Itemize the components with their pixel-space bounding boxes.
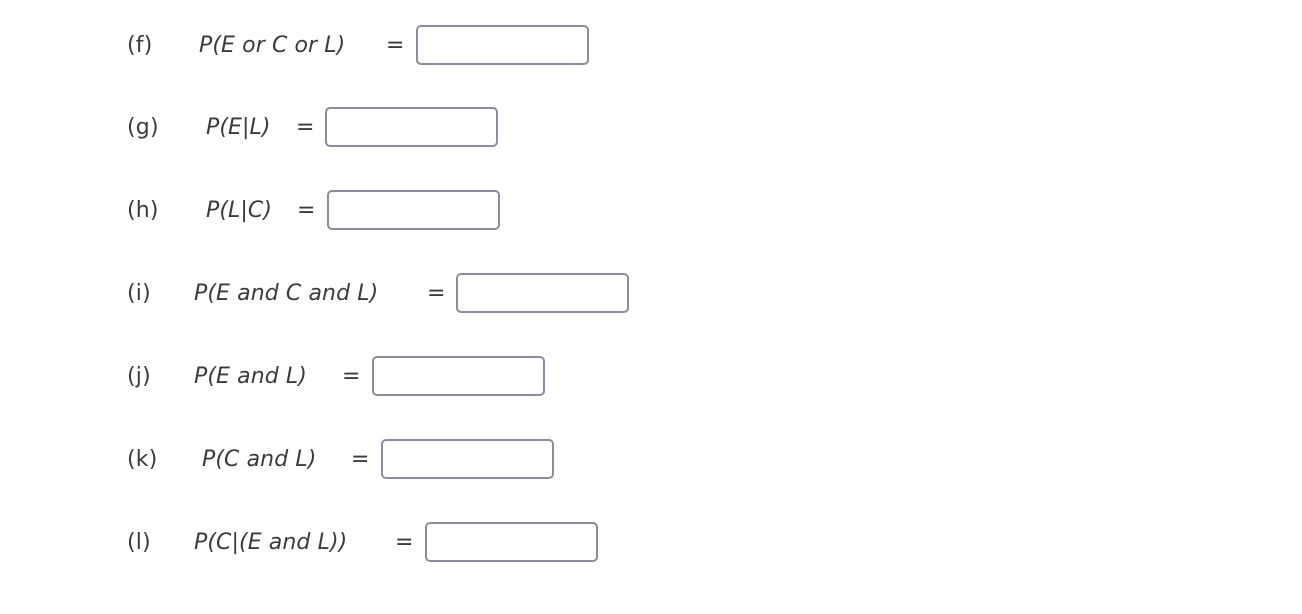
answer-input[interactable] <box>425 522 598 562</box>
equals-sign: = <box>395 529 414 555</box>
problem-label: (g) <box>127 114 159 140</box>
problem-label: (l) <box>127 529 151 555</box>
answer-input[interactable] <box>325 107 498 147</box>
problem-label: (k) <box>127 446 158 472</box>
answer-input[interactable] <box>381 439 554 479</box>
probability-expression: P(C and L) <box>202 446 317 472</box>
answer-input[interactable] <box>372 356 545 396</box>
probability-expression: P(E or C or L) <box>199 32 346 58</box>
equals-sign: = <box>296 114 315 140</box>
problem-label: (f) <box>127 32 153 58</box>
equals-sign: = <box>427 280 446 306</box>
probability-expression: P(E|L) <box>206 114 271 140</box>
answer-input[interactable] <box>327 190 500 230</box>
equals-sign: = <box>386 32 405 58</box>
probability-expression: P(C|(E and L)) <box>194 529 348 555</box>
problem-label: (i) <box>127 280 151 306</box>
probability-expression: P(E and L) <box>194 363 307 389</box>
equals-sign: = <box>297 197 316 223</box>
answer-input[interactable] <box>456 273 629 313</box>
probability-expression: P(E and C and L) <box>194 280 379 306</box>
equals-sign: = <box>342 363 361 389</box>
answer-input[interactable] <box>416 25 589 65</box>
problem-label: (j) <box>127 363 151 389</box>
problem-label: (h) <box>127 197 159 223</box>
probability-expression: P(L|C) <box>206 197 273 223</box>
equals-sign: = <box>351 446 370 472</box>
